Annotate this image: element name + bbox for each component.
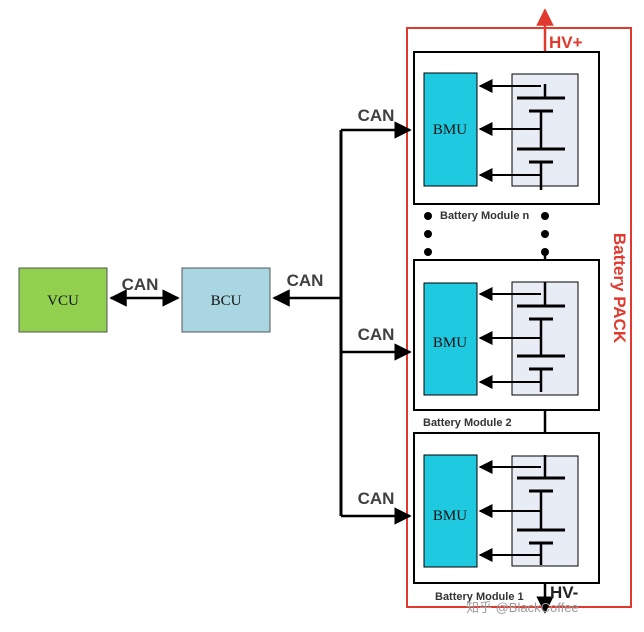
hv-minus-label: HV-: [550, 583, 578, 602]
vcu-label: VCU: [47, 293, 79, 309]
module-label: Battery Module 2: [423, 417, 512, 429]
can-label-bcu-bus: CAN: [287, 271, 324, 290]
battery-module-1: BMU Battery Module 1: [413, 432, 600, 603]
can-label-vcu-bcu: CAN: [122, 275, 159, 294]
svg-text:BMU: BMU: [433, 508, 467, 524]
ellipsis-dots-left: [424, 212, 432, 256]
can-label-module-n: CAN: [358, 106, 395, 125]
bcu-box: [181, 267, 271, 333]
bmu-box: [423, 282, 478, 396]
battery-pack-boundary: [406, 27, 632, 608]
battery-module-n: BMU Battery Module n: [413, 51, 600, 222]
vcu-box: [18, 267, 108, 333]
watermark: 知乎 @BlackCoffee: [466, 600, 579, 615]
can-label-module-2: CAN: [358, 325, 395, 344]
battery-pack-label: Battery PACK: [610, 233, 629, 344]
ellipsis-dots-right: [541, 212, 549, 256]
bmu-box: [423, 72, 478, 187]
svg-text:BMU: BMU: [433, 335, 467, 351]
can-label-module-1: CAN: [358, 489, 395, 508]
bcu-label: BCU: [211, 293, 242, 309]
module-label: Battery Module n: [440, 210, 530, 222]
svg-text:BMU: BMU: [433, 122, 467, 138]
battery-module-2: BMU Battery Module 2: [413, 259, 600, 429]
module-label: Battery Module 1: [435, 591, 524, 603]
hv-plus-label: HV+: [549, 33, 583, 52]
bmu-box: [423, 454, 478, 568]
